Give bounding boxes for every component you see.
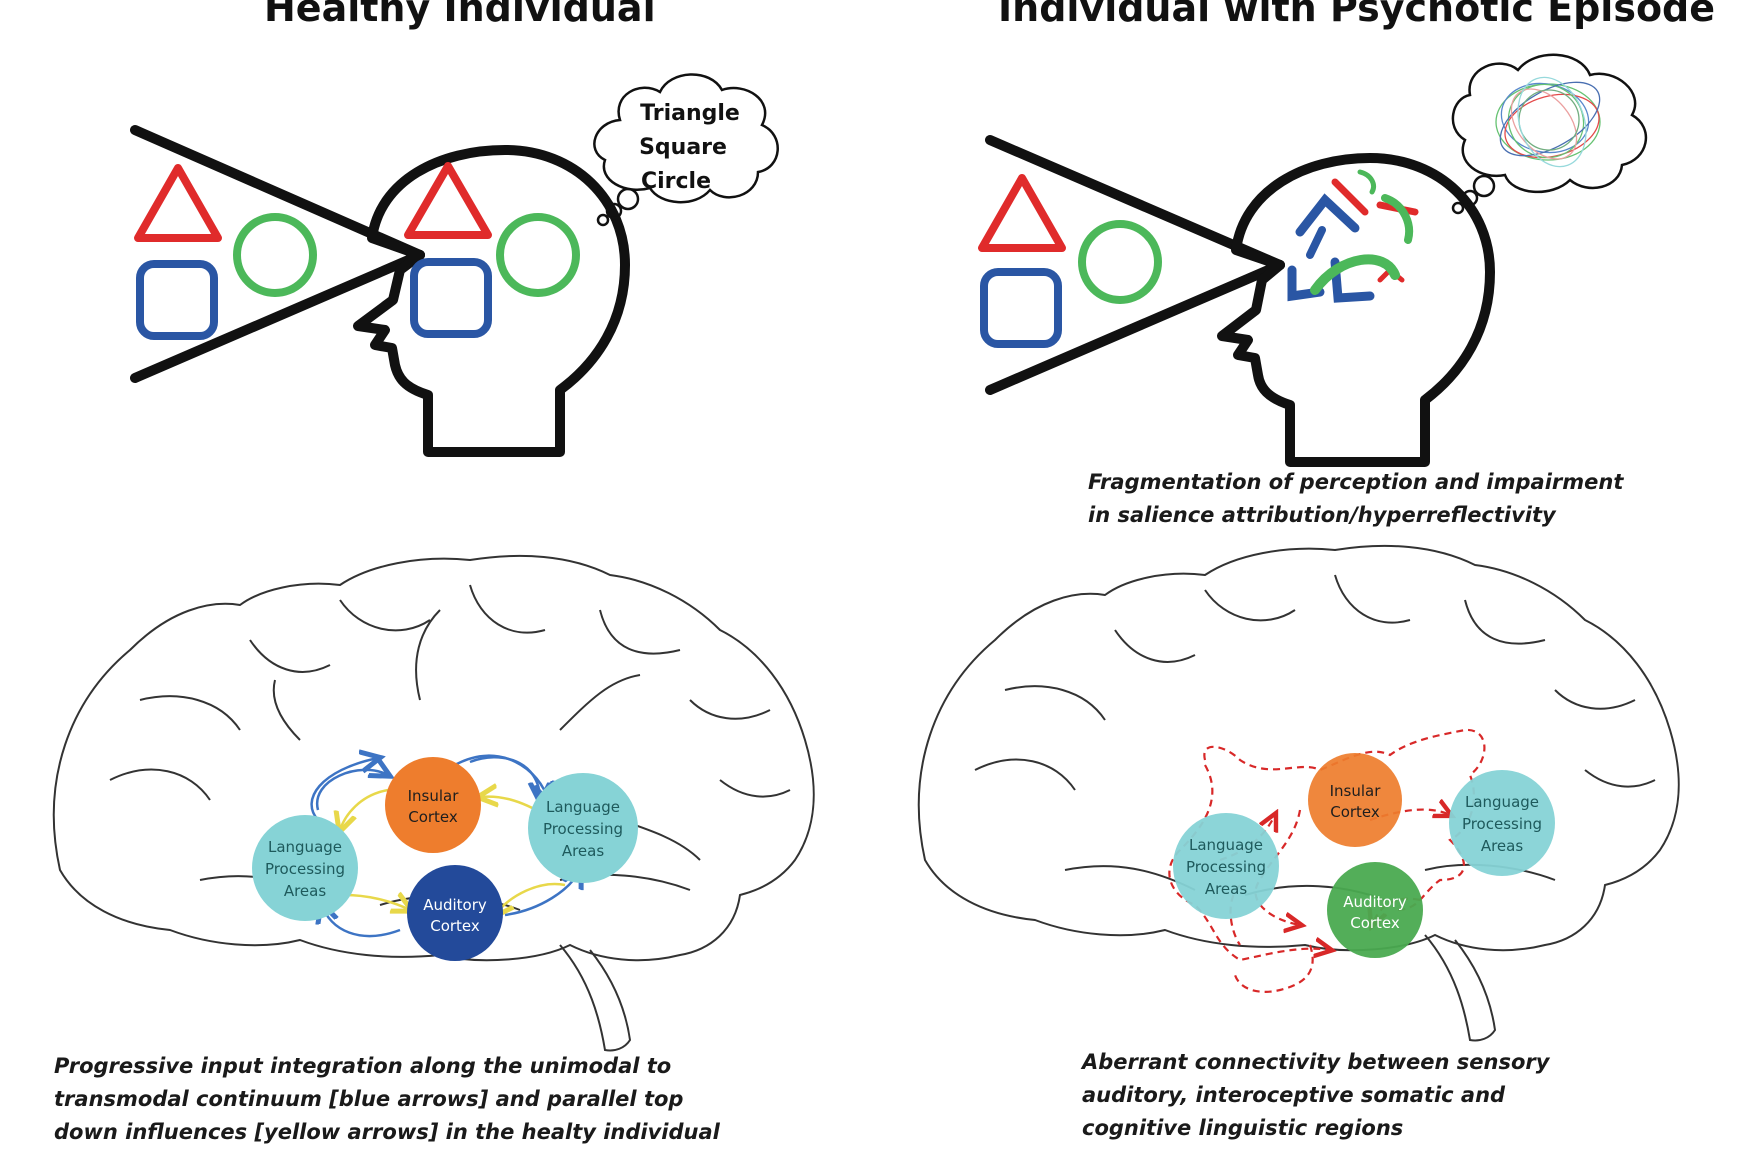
title-psychotic: Individual with Psychotic Episode — [998, 0, 1716, 30]
caption-psychotic-line-2: auditory, interoceptive somatic and — [1082, 1083, 1506, 1107]
node-auditory-psychotic — [1327, 862, 1423, 958]
insular-label-1: Insular — [408, 787, 460, 805]
cloud-word-square: Square — [639, 135, 727, 160]
caption-psychotic-brain: Aberrant connectivity between sensory au… — [1082, 1046, 1549, 1145]
lang-right-label-2: Processing — [543, 820, 623, 838]
lang-left-label-2: Processing — [265, 860, 345, 878]
head-outline — [353, 145, 630, 457]
caption-fragmentation: Fragmentation of perception and impairme… — [1088, 466, 1623, 532]
node-insular-healthy — [385, 757, 481, 853]
insular-label-2: Cortex — [408, 808, 458, 826]
lang-left-label-3: Areas — [284, 882, 327, 900]
square-shape — [136, 260, 218, 340]
node-insular-psychotic — [1308, 753, 1402, 847]
p-lang-right-label-1: Language — [1465, 793, 1539, 811]
p-lang-left-label-2: Processing — [1186, 858, 1266, 876]
caption-healthy-brain: Progressive input integration along the … — [54, 1050, 720, 1149]
psychotic-network: Insular Cortex Language Processing Areas… — [1168, 728, 1555, 993]
node-language-left-psychotic — [1173, 813, 1279, 919]
title-healthy: Healthy Individual — [264, 0, 656, 30]
auditory-label-2: Cortex — [430, 917, 480, 935]
p-insular-label-2: Cortex — [1330, 803, 1380, 821]
caption-psychotic-line-3: cognitive linguistic regions — [1082, 1116, 1404, 1140]
p-auditory-label-1: Auditory — [1343, 893, 1407, 911]
p-auditory-label-2: Cortex — [1350, 914, 1400, 932]
node-language-left-healthy — [252, 815, 358, 921]
p-lang-left-label-3: Areas — [1205, 880, 1248, 898]
node-auditory-healthy — [407, 865, 503, 961]
node-language-right-healthy — [528, 773, 638, 883]
circle-shape — [233, 213, 317, 297]
psychotic-head-scene — [978, 53, 1648, 467]
p-insular-label-1: Insular — [1330, 782, 1382, 800]
caption-fragmentation-line-1: Fragmentation of perception and impairme… — [1088, 470, 1624, 494]
lang-right-label-1: Language — [546, 798, 620, 816]
caption-healthy-line-3: down influences [yellow arrows] in the h… — [54, 1120, 720, 1144]
healthy-head-scene: Triangle Square Circle — [130, 73, 779, 457]
healthy-network: Insular Cortex Language Processing Areas… — [252, 756, 638, 961]
thought-cloud — [593, 73, 779, 204]
caption-fragmentation-line-2: in salience attribution/hyperreflectivit… — [1088, 503, 1556, 527]
triangle-shape — [134, 164, 222, 242]
caption-healthy-line-1: Progressive input integration along the … — [54, 1054, 672, 1078]
auditory-label-1: Auditory — [423, 896, 487, 914]
scribble-icon — [1495, 76, 1601, 168]
p-lang-right-label-3: Areas — [1481, 837, 1524, 855]
cloud-word-triangle: Triangle — [640, 101, 740, 126]
caption-psychotic-line-1: Aberrant connectivity between sensory — [1082, 1050, 1550, 1074]
lang-right-label-3: Areas — [562, 842, 605, 860]
p-lang-left-label-1: Language — [1189, 836, 1263, 854]
psychotic-brain-outline — [917, 544, 1680, 1042]
lang-left-label-1: Language — [268, 838, 342, 856]
fragmented-shapes — [1287, 169, 1419, 303]
cloud-word-circle: Circle — [641, 169, 711, 194]
caption-healthy-line-2: transmodal continuum [blue arrows] and p… — [54, 1087, 684, 1111]
p-lang-right-label-2: Processing — [1462, 815, 1542, 833]
node-language-right-psychotic — [1449, 770, 1555, 876]
